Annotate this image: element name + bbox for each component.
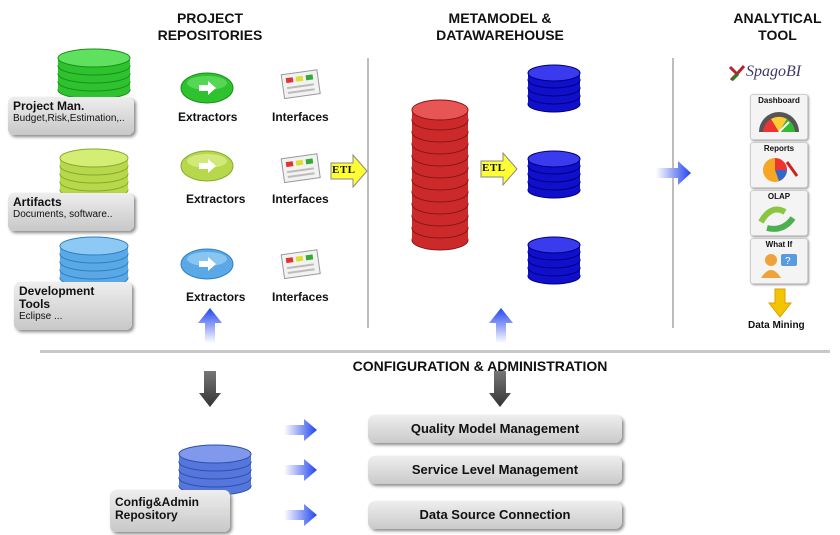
header-line: DATAWAREHOUSE bbox=[436, 27, 564, 43]
database-stack-icon bbox=[59, 148, 129, 200]
arrow-up-icon bbox=[198, 308, 222, 343]
interfaces-icon bbox=[280, 153, 321, 184]
repository-artifacts: Artifacts Documents, software.. bbox=[8, 193, 134, 231]
quality-model-management: Quality Model Management bbox=[368, 415, 622, 443]
repository-development-tools: Development Tools Eclipse ... bbox=[14, 282, 132, 330]
interfaces-label: Interfaces bbox=[272, 110, 329, 124]
etl-arrow-icon bbox=[480, 152, 518, 186]
data-source-connection: Data Source Connection bbox=[368, 501, 622, 529]
service-level-management: Service Level Management bbox=[368, 456, 622, 484]
datamart-stack-icon bbox=[527, 150, 581, 199]
olap-icon bbox=[758, 206, 796, 232]
tool-label: What If bbox=[765, 240, 793, 249]
separator-horizontal bbox=[40, 350, 830, 353]
datamart-stack-icon bbox=[527, 64, 581, 113]
tool-label: Dashboard bbox=[758, 96, 800, 105]
config-admin-repository: Config&Admin Repository bbox=[110, 490, 230, 532]
datamart-stack-icon bbox=[527, 236, 581, 285]
extractor-arrow-icon bbox=[180, 72, 234, 104]
etl-arrow-icon bbox=[330, 154, 368, 188]
header-metamodel: METAMODEL & DATAWAREHOUSE bbox=[410, 10, 590, 44]
arrow-right-icon bbox=[284, 504, 317, 526]
arrow-down-icon bbox=[489, 371, 511, 407]
header-line: TOOL bbox=[758, 27, 797, 43]
etl-arrow: ETL bbox=[330, 154, 368, 188]
tool-reports: Reports bbox=[750, 142, 808, 188]
repository-title: Config&Admin bbox=[115, 495, 199, 509]
repository-subtitle: Documents, software.. bbox=[13, 209, 113, 220]
tool-dashboard: Dashboard bbox=[750, 94, 808, 140]
arrow-right-icon bbox=[656, 161, 691, 185]
spagobi-text: SpagoBI bbox=[746, 63, 802, 80]
arrow-right-icon bbox=[284, 459, 317, 481]
arrow-right-icon bbox=[284, 419, 317, 441]
tool-what-if: What If ? bbox=[750, 238, 808, 284]
arrow-up-icon bbox=[489, 308, 513, 343]
etl-label: ETL bbox=[332, 164, 356, 176]
interfaces-icon bbox=[280, 249, 321, 280]
repository-title: Artifacts bbox=[13, 195, 62, 209]
repository-title: Project Man. bbox=[13, 99, 85, 113]
spagobi-logo: SpagoBI bbox=[728, 62, 828, 84]
database-stack-icon bbox=[57, 48, 131, 100]
etl-arrow: ETL bbox=[480, 152, 518, 186]
database-stack-icon bbox=[59, 236, 129, 288]
separator-right bbox=[672, 58, 674, 328]
repository-title: Repository bbox=[115, 508, 178, 522]
header-analytical-tool: ANALYTICAL TOOL bbox=[715, 10, 840, 44]
extractors-label: Extractors bbox=[186, 192, 246, 206]
separator-left bbox=[367, 58, 369, 328]
arrow-down-icon bbox=[768, 288, 792, 318]
repository-subtitle: Eclipse ... bbox=[19, 311, 63, 322]
data-mining-label: Data Mining bbox=[748, 320, 805, 331]
repository-subtitle: Budget,Risk,Estimation,.. bbox=[13, 113, 125, 124]
interfaces-label: Interfaces bbox=[272, 290, 329, 304]
spagobi-logo-icon bbox=[728, 65, 746, 82]
gauge-icon bbox=[759, 112, 799, 133]
interfaces-label: Interfaces bbox=[272, 192, 329, 206]
extractor-arrow-icon bbox=[180, 150, 234, 182]
svg-text:?: ? bbox=[785, 256, 791, 267]
etl-label: ETL bbox=[482, 162, 506, 174]
repository-title: Tools bbox=[19, 297, 51, 311]
interfaces-icon bbox=[280, 69, 321, 100]
header-line: METAMODEL & bbox=[448, 10, 552, 26]
person-question-icon: ? bbox=[761, 254, 797, 278]
extractors-label: Extractors bbox=[178, 110, 238, 124]
header-configuration-administration: CONFIGURATION & ADMINISTRATION bbox=[352, 358, 608, 374]
header-project-repositories: PROJECT REPOSITORIES bbox=[130, 10, 290, 44]
database-stack-icon bbox=[178, 444, 252, 496]
repository-title: Development bbox=[19, 284, 95, 298]
tool-label: Reports bbox=[763, 144, 795, 153]
extractors-label: Extractors bbox=[186, 290, 246, 304]
header-line: ANALYTICAL bbox=[733, 10, 822, 26]
arrow-down-icon bbox=[199, 371, 221, 407]
extractor-arrow-icon bbox=[180, 248, 234, 280]
header-line: REPOSITORIES bbox=[157, 27, 263, 43]
pie-chart-icon bbox=[763, 158, 799, 182]
datawarehouse-stack-icon bbox=[411, 99, 469, 251]
repository-project-man: Project Man. Budget,Risk,Estimation,.. bbox=[8, 97, 134, 135]
tool-label: OLAP bbox=[767, 192, 791, 201]
header-line: PROJECT bbox=[176, 10, 244, 26]
tool-olap: OLAP bbox=[750, 190, 808, 236]
